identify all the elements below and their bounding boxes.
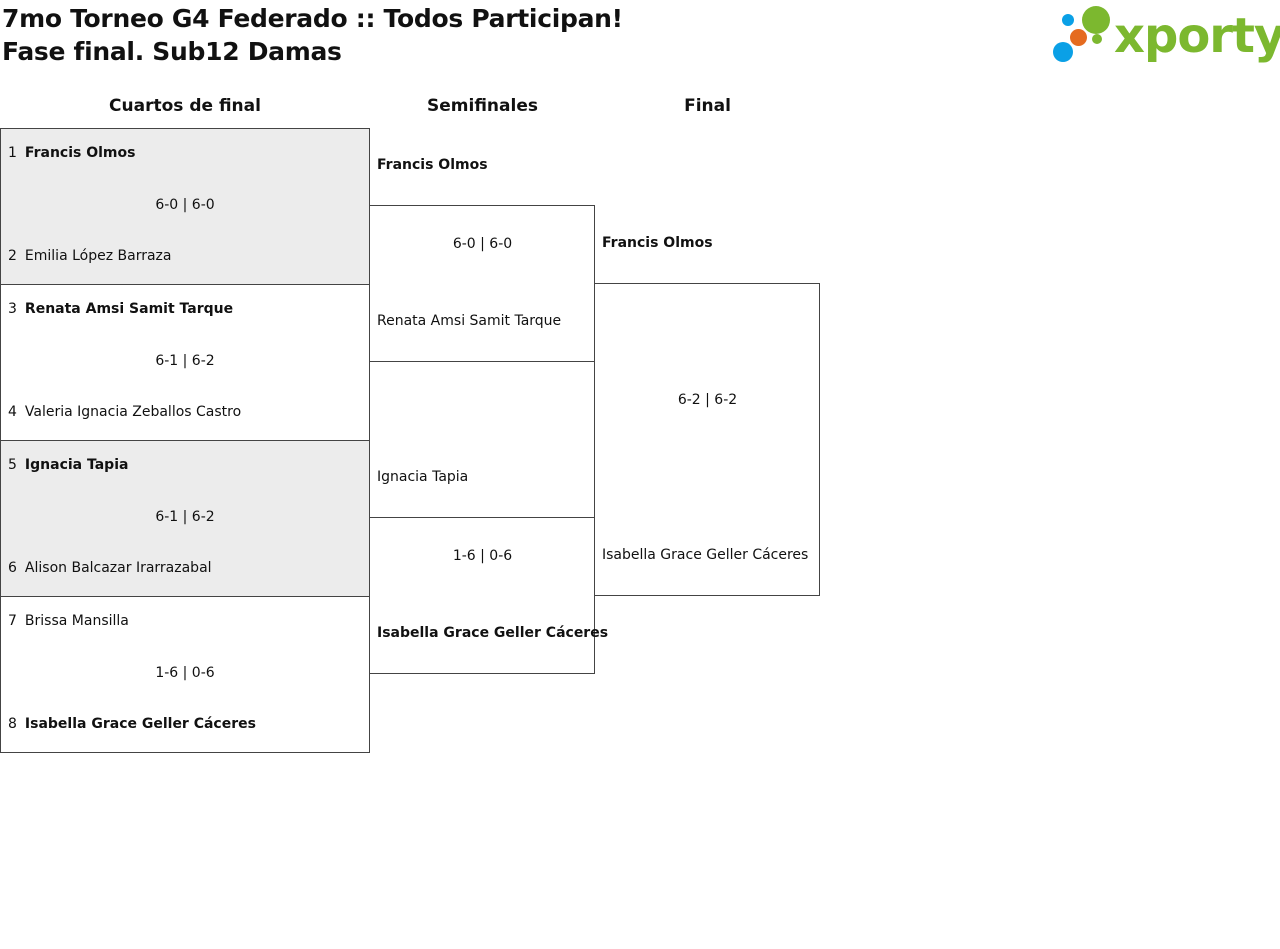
player-row[interactable]: Francis Olmos bbox=[377, 157, 488, 173]
logo-dot-orange bbox=[1070, 29, 1087, 46]
player-row[interactable]: Francis Olmos bbox=[602, 235, 713, 251]
player-row[interactable]: Isabella Grace Geller Cáceres bbox=[377, 625, 608, 641]
seed-number: 3 bbox=[8, 301, 17, 317]
player-row[interactable]: Renata Amsi Samit Tarque bbox=[377, 313, 561, 329]
player-name: Isabella Grace Geller Cáceres bbox=[24, 716, 256, 732]
player-name: Renata Amsi Samit Tarque bbox=[24, 301, 234, 317]
semifinal-match bbox=[369, 517, 595, 674]
xporty-logo[interactable]: xporty bbox=[1050, 4, 1280, 68]
player-row[interactable]: 5 Ignacia Tapia bbox=[8, 457, 128, 473]
match-score: 6-1 | 6-2 bbox=[155, 353, 215, 369]
seed-number: 4 bbox=[8, 404, 17, 420]
player-row[interactable]: 6 Alison Balcazar Irarrazabal bbox=[8, 560, 212, 576]
player-row[interactable]: 4 Valeria Ignacia Zeballos Castro bbox=[8, 404, 241, 420]
player-name: Alison Balcazar Irarrazabal bbox=[24, 560, 212, 576]
seed-number: 7 bbox=[8, 613, 17, 629]
player-row[interactable]: 2 Emilia López Barraza bbox=[8, 248, 171, 264]
player-name: Francis Olmos bbox=[24, 145, 136, 161]
player-name: Valeria Ignacia Zeballos Castro bbox=[24, 404, 242, 420]
player-row[interactable]: 1 Francis Olmos bbox=[8, 145, 135, 161]
player-name: Isabella Grace Geller Cáceres bbox=[602, 547, 809, 563]
player-name: Brissa Mansilla bbox=[24, 613, 129, 629]
page-header: 7mo Torneo G4 Federado :: Todos Particip… bbox=[2, 2, 623, 68]
player-name: Francis Olmos bbox=[377, 157, 488, 173]
seed-number: 6 bbox=[8, 560, 17, 576]
quarterfinal-match bbox=[0, 440, 370, 597]
semifinal-match bbox=[369, 205, 595, 362]
seed-number: 2 bbox=[8, 248, 17, 264]
page-title: 7mo Torneo G4 Federado :: Todos Particip… bbox=[2, 4, 623, 33]
logo-dot-blue-small bbox=[1062, 14, 1074, 26]
seed-number: 1 bbox=[8, 145, 17, 161]
match-score: 6-0 | 6-0 bbox=[452, 236, 513, 252]
match-score: 6-2 | 6-2 bbox=[677, 392, 738, 408]
seed-number: 8 bbox=[8, 716, 17, 732]
player-row[interactable]: Ignacia Tapia bbox=[377, 469, 468, 485]
logo-dot-green-small bbox=[1092, 34, 1102, 44]
seed-number: 5 bbox=[8, 457, 17, 473]
player-row[interactable]: 8 Isabella Grace Geller Cáceres bbox=[8, 716, 256, 732]
round-heading-final: Final bbox=[684, 96, 731, 116]
player-name: Isabella Grace Geller Cáceres bbox=[377, 625, 609, 641]
player-name: Emilia López Barraza bbox=[24, 248, 172, 264]
quarterfinal-match bbox=[0, 128, 370, 285]
player-name: Francis Olmos bbox=[602, 235, 713, 251]
match-score: 6-0 | 6-0 bbox=[155, 197, 215, 213]
logo-dot-green bbox=[1082, 6, 1110, 34]
quarterfinal-match bbox=[0, 596, 370, 753]
player-row[interactable]: 3 Renata Amsi Samit Tarque bbox=[8, 301, 233, 317]
player-row[interactable]: 7 Brissa Mansilla bbox=[8, 613, 129, 629]
player-name: Ignacia Tapia bbox=[24, 457, 129, 473]
page-subtitle: Fase final. Sub12 Damas bbox=[2, 37, 342, 66]
logo-wordmark: xporty bbox=[1114, 8, 1280, 64]
match-score: 6-1 | 6-2 bbox=[155, 509, 215, 525]
logo-dot-blue bbox=[1053, 42, 1073, 62]
match-score: 1-6 | 0-6 bbox=[452, 548, 513, 564]
player-name: Renata Amsi Samit Tarque bbox=[377, 313, 562, 329]
match-score: 1-6 | 0-6 bbox=[155, 665, 215, 681]
player-row[interactable]: Isabella Grace Geller Cáceres bbox=[602, 547, 808, 563]
player-name: Ignacia Tapia bbox=[377, 469, 469, 485]
round-heading-quarterfinals: Cuartos de final bbox=[109, 96, 261, 116]
round-heading-semifinals: Semifinales bbox=[427, 96, 538, 116]
final-match bbox=[594, 283, 820, 596]
